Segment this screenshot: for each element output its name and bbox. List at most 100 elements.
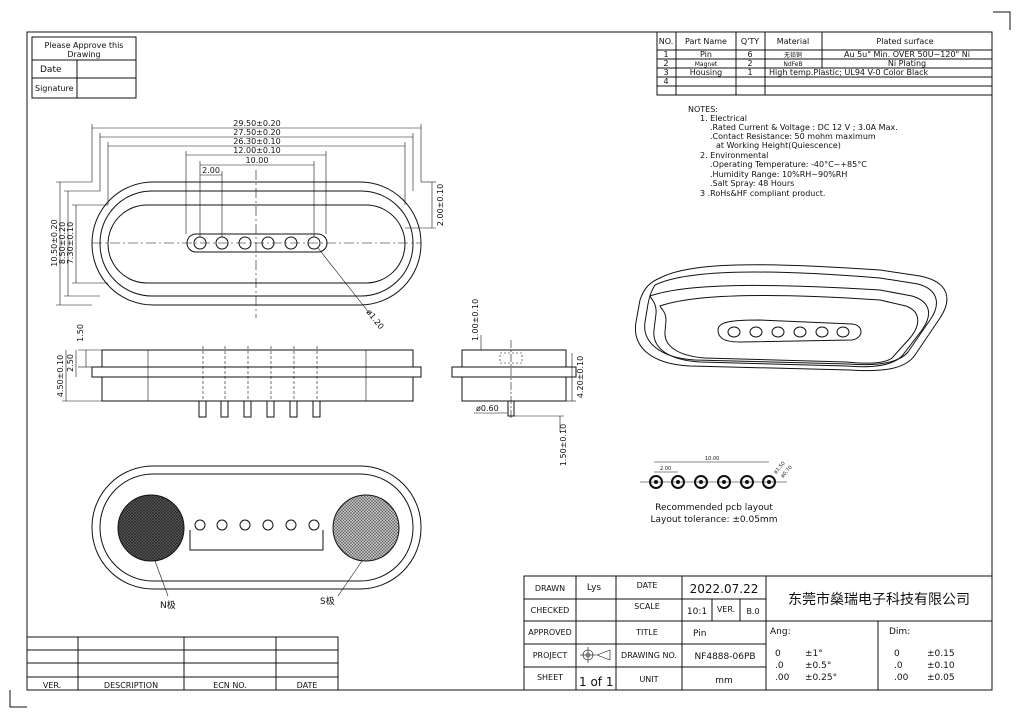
iso-pin <box>793 326 807 338</box>
tb-ver-label: VER. <box>717 605 735 614</box>
tb-title-value: Pin <box>693 629 706 639</box>
tb-approved-label: APPROVED <box>528 628 572 637</box>
tb-date-label: DATE <box>637 581 658 590</box>
tb-project-label: PROJECT <box>533 651 568 660</box>
parts-row2-name: Magnet <box>695 61 718 68</box>
pin-tail <box>220 400 229 418</box>
notes-line: 1. Electrical <box>700 114 747 123</box>
rev-header-date: DATE <box>297 681 318 690</box>
tb-ang-v: ±0.25° <box>805 673 837 683</box>
tb-ang-k: .00 <box>775 673 790 683</box>
top-view: 29.50±0.20 27.50±0.20 26.30±0.10 12.00±0… <box>50 119 445 331</box>
pin-tail <box>243 400 252 418</box>
dim-pin-dia: ø1.20 <box>364 308 385 331</box>
parts-row2-qty: 2 <box>747 59 752 68</box>
tb-drawn-label: DRAWN <box>535 584 565 593</box>
pcb-span: 10.00 <box>705 456 719 462</box>
tb-dim-v: ±0.05 <box>927 673 955 683</box>
tb-ang-k: .0 <box>775 661 784 671</box>
parts-row1-name: Pin <box>700 50 712 59</box>
tb-ang-v: ±1° <box>805 649 823 659</box>
pcb-label1: Recommended pcb layout <box>655 503 773 513</box>
parts-row2-no: 2 <box>663 59 668 68</box>
parts-table: NO. Part Name Q'TY Material Plated surfa… <box>656 31 993 96</box>
approve-box: Please Approve this Drawing Date Signatu… <box>31 36 137 99</box>
notes-line: 2. Environmental <box>700 151 768 160</box>
pin-tail <box>289 400 298 418</box>
parts-row2-material: NdFeB <box>783 61 802 68</box>
tb-ang-v: ±0.5° <box>805 661 831 671</box>
notes-title: NOTES: <box>688 105 718 114</box>
parts-row3-material: High temp.Plastic; UL94 V-0 Color Black <box>769 68 929 77</box>
tb-dim-k: 0 <box>894 649 900 659</box>
bottom-view: N极 S极 <box>91 465 422 611</box>
tb-drawing-no-value: NF4888-06PB <box>694 652 755 662</box>
dim-150b: 1.50±0.10 <box>559 424 568 466</box>
tb-dim-k: .00 <box>894 673 909 683</box>
sheet-border <box>26 31 993 691</box>
parts-row1-material: 无铅铜 <box>784 51 802 59</box>
approve-title-line1: Please Approve this <box>45 41 124 50</box>
notes-line: at Working Height(Quiescence) <box>716 141 841 150</box>
parts-row1-plated: Au 5u" Min. OVER 50U~120" Ni <box>844 50 970 59</box>
pcb-layout: 2.00 10.00 ø1.50 ø0.70 Recommended pcb l… <box>640 456 794 525</box>
notes-block: NOTES: 1. Electrical .Rated Current & Vo… <box>688 105 898 198</box>
parts-header-material: Material <box>777 37 810 46</box>
tb-sheet-value: 1 of 1 <box>579 675 613 689</box>
parts-row3-no: 3 <box>663 68 668 77</box>
parts-row4-no: 4 <box>663 77 668 86</box>
parts-row3-name: Housing <box>690 68 723 77</box>
dim-h2: 8.50±0.20 <box>58 222 67 264</box>
approve-date-label: Date <box>40 65 62 75</box>
tb-scale-label: SCALE <box>634 602 660 611</box>
projection-symbol-icon <box>580 647 611 663</box>
side-view: 1.00±0.10 4.20±0.10 ø0.60 1.50±0.10 <box>451 299 585 466</box>
front-view: 1.50 2.50 4.50±0.10 <box>56 324 422 418</box>
parts-row3-qty: 1 <box>747 68 752 77</box>
s-pole-label: S极 <box>320 595 335 607</box>
dim-w1: 29.50±0.20 <box>233 119 280 128</box>
rev-header-ecn: ECN NO. <box>213 681 247 690</box>
pin-tail <box>198 400 207 418</box>
magnet-n <box>117 494 185 562</box>
tb-dim-v: ±0.10 <box>927 661 955 671</box>
isometric-view <box>634 264 948 372</box>
tb-dim-label: Dim: <box>889 627 910 637</box>
pin-tail-side <box>507 400 515 417</box>
notes-line: 3 .RoHs&HF compliant product. <box>700 189 825 198</box>
tb-title-label: TITLE <box>635 628 658 637</box>
iso-pin <box>771 326 785 338</box>
approve-title-line2: Drawing <box>67 50 100 59</box>
iso-pin <box>836 326 850 338</box>
notes-line: .Humidity Range: 10%RH~90%RH <box>710 170 847 179</box>
magnet-s <box>332 494 400 562</box>
dim-h3: 7.30±0.10 <box>66 222 75 264</box>
dim-420: 4.20±0.10 <box>576 356 585 398</box>
pcb-pitch: 2.00 <box>660 466 671 472</box>
parts-header-qty: Q'TY <box>741 37 759 46</box>
iso-pin <box>749 326 763 338</box>
parts-row1-qty: 6 <box>747 50 752 59</box>
parts-header-name: Part Name <box>685 37 727 46</box>
parts-header-plated: Plated surface <box>876 37 933 46</box>
tb-date-value: 2022.07.22 <box>690 582 759 596</box>
iso-pin <box>727 326 741 338</box>
notes-line: .Operating Temperature: -40°C~+85°C <box>710 160 867 169</box>
dim-450: 4.50±0.10 <box>56 355 65 397</box>
approve-signature-label: Signature <box>35 84 74 93</box>
pin-circle <box>284 236 298 250</box>
dim-w3: 26.30±0.10 <box>233 137 280 146</box>
pin-tail <box>312 400 321 418</box>
tb-sheet-label: SHEET <box>537 673 563 682</box>
notes-line: .Contact Resistance: 50 mohm maximum <box>710 132 876 141</box>
tb-ang-k: 0 <box>775 649 781 659</box>
dim-w2: 27.50±0.20 <box>233 128 280 137</box>
corner-mark-bottom-left <box>9 690 27 708</box>
n-pole-label: N极 <box>160 599 176 611</box>
tb-drawing-no-label: DRAWING NO. <box>621 651 677 660</box>
revision-table: VER. DESCRIPTION ECN NO. DATE <box>26 636 339 691</box>
parts-row1-no: 1 <box>663 50 668 59</box>
pin-tail <box>266 400 275 418</box>
pcb-label2: Layout tolerance: ±0.05mm <box>651 515 778 525</box>
dim-right: 2.00±0.10 <box>436 184 445 226</box>
